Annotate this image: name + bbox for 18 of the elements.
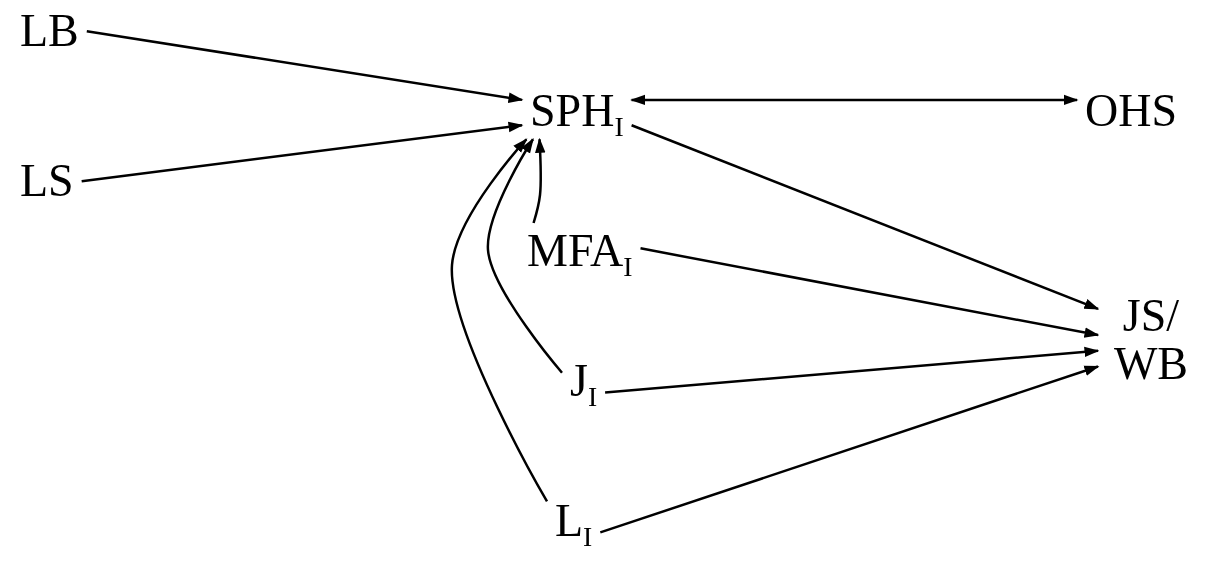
arrow (631, 124, 1100, 311)
curved-arrow (532, 137, 546, 224)
node-label: J$_{I}$ (562, 353, 606, 410)
arrow (630, 94, 1079, 106)
node-label: LB (12, 3, 87, 60)
node-label: MFA$_{I}$ (519, 223, 641, 280)
arrow (599, 365, 1100, 534)
node-label: LS (12, 153, 82, 210)
arrow (640, 247, 1100, 338)
curved-arrow (450, 138, 549, 503)
arrow (86, 29, 524, 103)
node-label: JS/ WB (1098, 288, 1204, 393)
node-label: L$_{I}$ (547, 493, 601, 550)
node-label: SPH$_{I}$ (522, 83, 632, 140)
curved-arrow (486, 138, 563, 374)
node-label: OHS (1077, 83, 1186, 140)
arrow (605, 346, 1100, 394)
arrow (81, 121, 524, 183)
